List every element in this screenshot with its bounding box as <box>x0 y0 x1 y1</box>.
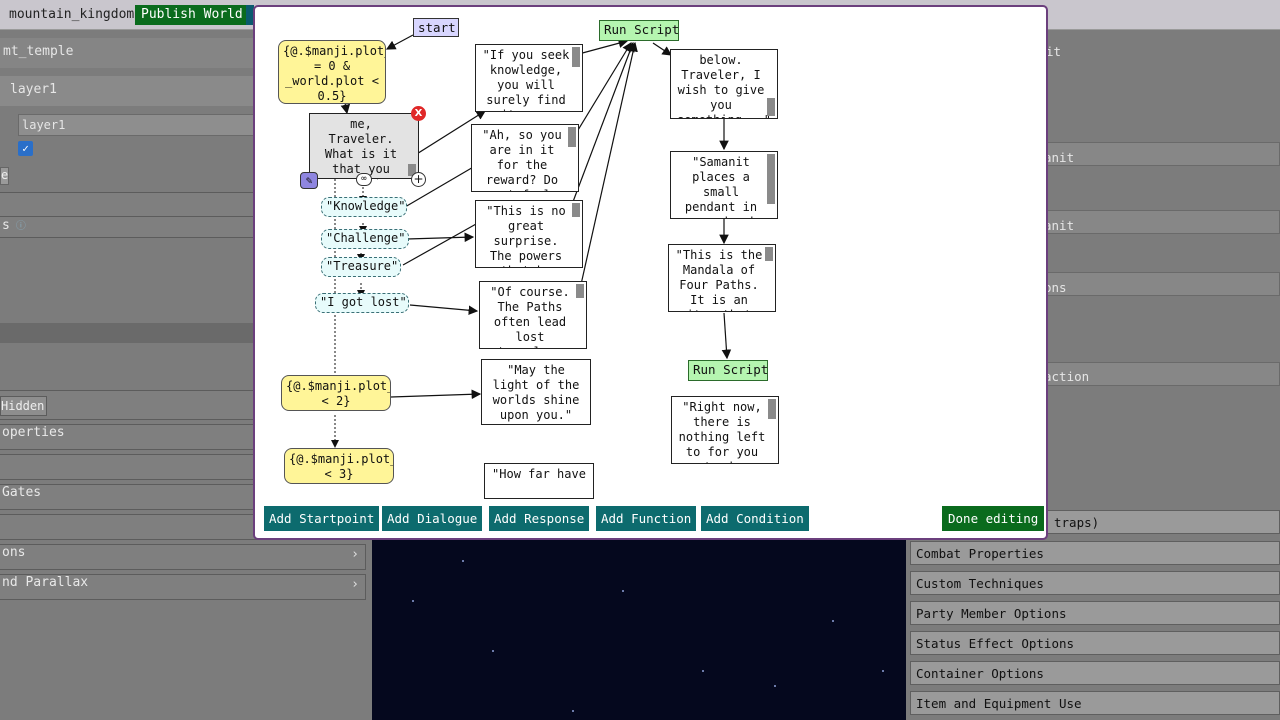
edge-treasure-script <box>570 41 635 208</box>
edge-start-cond1 <box>385 34 414 50</box>
condition-node-2[interactable]: {@.$manji.plot_ < 2} <box>281 375 391 411</box>
edge-mandala-script2 <box>721 312 732 360</box>
right-fragment-5: action <box>1044 369 1090 384</box>
right-row-party-member-options[interactable]: Party Member Options <box>910 601 1280 625</box>
graph-edges <box>331 34 732 448</box>
add-response-button[interactable]: Add Response <box>489 506 590 531</box>
edit-node-icon[interactable]: ✎ <box>300 172 318 189</box>
dialogue-node-root[interactable]: me, Traveler. What is it that you seek?" <box>309 113 419 179</box>
publish-world-button[interactable]: Publish World <box>135 5 249 25</box>
dialogue-node-lost[interactable]: "Of course. The Paths often lead lost tr… <box>479 281 587 349</box>
edge-challenge-script <box>574 41 632 136</box>
delete-node-icon[interactable]: X <box>411 106 426 121</box>
right-row-combat-properties[interactable]: Combat Properties <box>910 541 1280 565</box>
edge-challenge-dlg <box>406 232 475 243</box>
node-scrollbar[interactable] <box>767 154 775 204</box>
right-row-item-equipment-use[interactable]: Item and Equipment Use <box>910 691 1280 715</box>
dialogue-node-knowledge[interactable]: "If you seek knowledge, you will surely … <box>475 44 583 112</box>
partial-button[interactable]: e <box>0 167 9 185</box>
node-scrollbar[interactable] <box>572 203 580 217</box>
dialogue-node-gift[interactable]: below. Traveler, I wish to give you some… <box>670 49 778 119</box>
edge-treasure-dlg <box>402 218 487 266</box>
add-function-button[interactable]: Add Function <box>596 506 697 531</box>
node-scrollbar[interactable] <box>408 164 416 176</box>
dialogue-node-may[interactable]: "May the light of the worlds shine upon … <box>481 359 591 425</box>
run-script-node-1[interactable]: Run Script <box>599 20 679 41</box>
condition-node-3[interactable]: {@.$manji.plot_ < 3} <box>284 448 394 484</box>
star <box>774 685 776 687</box>
start-node[interactable]: start <box>413 18 459 37</box>
chevron-right-icon: › <box>351 577 359 592</box>
right-row-status-effect-options[interactable]: Status Effect Options <box>910 631 1280 655</box>
response-knowledge[interactable]: "Knowledge" <box>321 197 407 217</box>
right-fragment-2: anit <box>1044 150 1075 165</box>
edge-cond2-may <box>390 389 482 400</box>
dialogue-node-rightnow[interactable]: "Right now, there is nothing left to for… <box>671 396 779 464</box>
dialogue-node-treasure[interactable]: "This is no great surprise. The powers t… <box>475 200 583 268</box>
star <box>462 560 464 562</box>
run-script-node-2[interactable]: Run Script <box>688 360 768 381</box>
left-row-parallax[interactable]: nd Parallax› <box>0 574 366 600</box>
response-challenge[interactable]: "Challenge" <box>321 229 409 249</box>
dialogue-node-howfar[interactable]: "How far have <box>484 463 594 499</box>
right-fragment-1: it <box>1046 44 1062 59</box>
add-child-icon[interactable]: + <box>411 172 426 187</box>
right-row-container-options[interactable]: Container Options <box>910 661 1280 685</box>
right-panel: it anit anit ons action or projectiles a… <box>906 30 1280 720</box>
star <box>572 710 574 712</box>
add-dialogue-button[interactable]: Add Dialogue <box>382 506 483 531</box>
node-scrollbar[interactable] <box>576 284 584 298</box>
edge-lost-script <box>579 41 638 290</box>
node-scrollbar[interactable] <box>765 247 773 261</box>
add-startpoint-button[interactable]: Add Startpoint <box>264 506 380 531</box>
world-name: mountain_kingdom <box>9 7 135 22</box>
edge-lost-dlg <box>409 304 479 316</box>
response-lost[interactable]: "I got lost" <box>315 293 409 313</box>
layer-visible-checkbox[interactable]: ✓ <box>18 141 33 156</box>
node-scrollbar[interactable] <box>768 399 776 419</box>
star <box>702 670 704 672</box>
dialogue-node-challenge[interactable]: "Ah, so you are in it for the reward? Do… <box>471 124 579 192</box>
info-icon: ⓘ <box>9 221 26 232</box>
right-fragment-3: anit <box>1044 218 1075 233</box>
left-row-options[interactable]: ons› <box>0 544 366 570</box>
dialogue-editor-modal: start {@.$manji.plot_ = 0 & _world.plot … <box>253 5 1048 540</box>
add-condition-button[interactable]: Add Condition <box>701 506 809 531</box>
chevron-right-icon: › <box>351 547 359 562</box>
edge-script-gift <box>652 42 672 56</box>
done-editing-button[interactable]: Done editing <box>942 506 1045 531</box>
condition-node-1[interactable]: {@.$manji.plot_ = 0 & _world.plot < 0.5} <box>278 40 386 104</box>
layer-name-input[interactable] <box>18 114 258 136</box>
hidden-toggle-button[interactable]: Hidden <box>0 396 47 416</box>
star <box>492 650 494 652</box>
star <box>882 670 884 672</box>
right-fragment-4: ons <box>1044 280 1067 295</box>
response-treasure[interactable]: "Treasure" <box>321 257 401 277</box>
toolbar-button-partial[interactable] <box>246 5 254 25</box>
node-scrollbar[interactable] <box>568 127 576 147</box>
dialogue-node-mandala[interactable]: "This is the Mandala of Four Paths. It i… <box>668 244 776 312</box>
star <box>412 600 414 602</box>
dialogue-node-samanit[interactable]: "Samanit places a small pendant in your … <box>670 151 778 219</box>
star <box>832 620 834 622</box>
node-scrollbar[interactable] <box>767 98 775 116</box>
right-row-custom-techniques[interactable]: Custom Techniques <box>910 571 1280 595</box>
edge-knowledge-script <box>574 38 629 56</box>
link-node-icon[interactable]: ∞ <box>356 173 372 186</box>
star <box>622 590 624 592</box>
edge-cond1-root <box>340 102 351 115</box>
dialogue-graph-canvas[interactable]: start {@.$manji.plot_ = 0 & _world.plot … <box>255 7 1046 502</box>
node-scrollbar[interactable] <box>572 47 580 67</box>
